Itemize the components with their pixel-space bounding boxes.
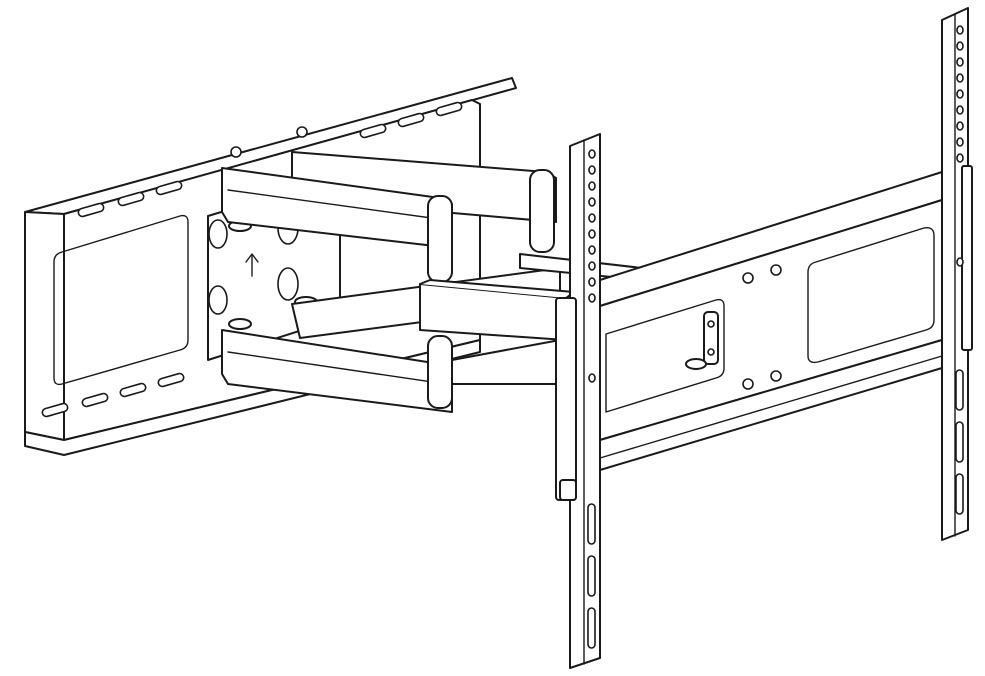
upper-arm bbox=[221, 167, 453, 283]
tv-bracket-rail-right bbox=[941, 7, 973, 541]
tv-bracket-frame bbox=[599, 171, 943, 471]
wall-plate-top-slots bbox=[77, 101, 463, 218]
tv-bracket-rail-left bbox=[555, 133, 601, 669]
rail-left-holes bbox=[588, 149, 596, 383]
rail-right-holes bbox=[956, 25, 964, 267]
up-arrow-marking bbox=[245, 253, 259, 277]
rail-right-slots bbox=[955, 369, 964, 515]
wall-plate-bottom-slots bbox=[41, 372, 185, 418]
rail-left-slots bbox=[587, 503, 596, 649]
